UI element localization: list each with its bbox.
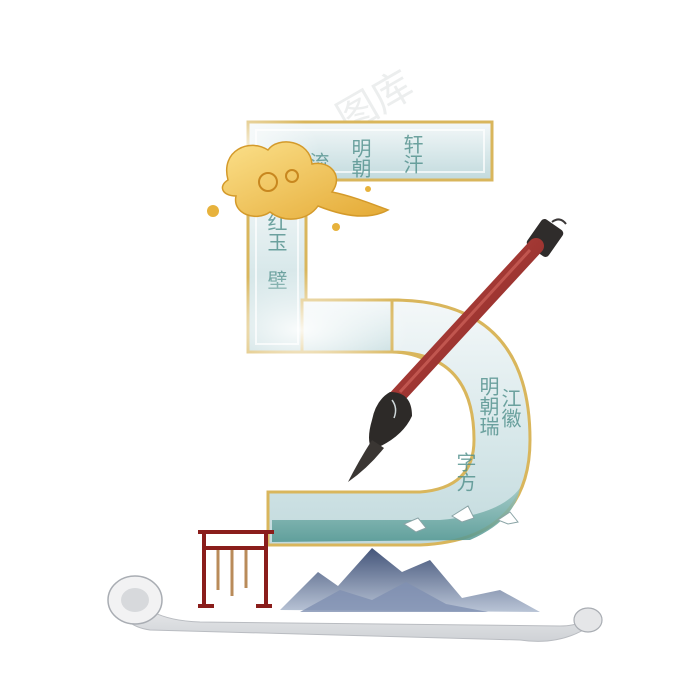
auspicious-cloud-icon: [207, 141, 390, 231]
brush-rack-icon: [198, 530, 274, 608]
calligraphy-curve-1: 明朝瑞: [476, 376, 500, 436]
scroll-icon: [107, 575, 603, 642]
numeral-bowl: [266, 298, 532, 547]
calligraphy-curve-2: 字方: [453, 452, 477, 492]
water-band: [272, 488, 520, 542]
calligraphy-top-2: 明朝: [348, 138, 372, 178]
calligraphy-curve-3: 江徽: [498, 388, 522, 428]
crane-icon: [402, 505, 519, 533]
calligraphy-brush-icon: [348, 218, 567, 482]
calligraphy-top-3: 轩汗: [400, 134, 424, 174]
mist: [190, 270, 410, 390]
mountain-icon: [280, 548, 540, 612]
